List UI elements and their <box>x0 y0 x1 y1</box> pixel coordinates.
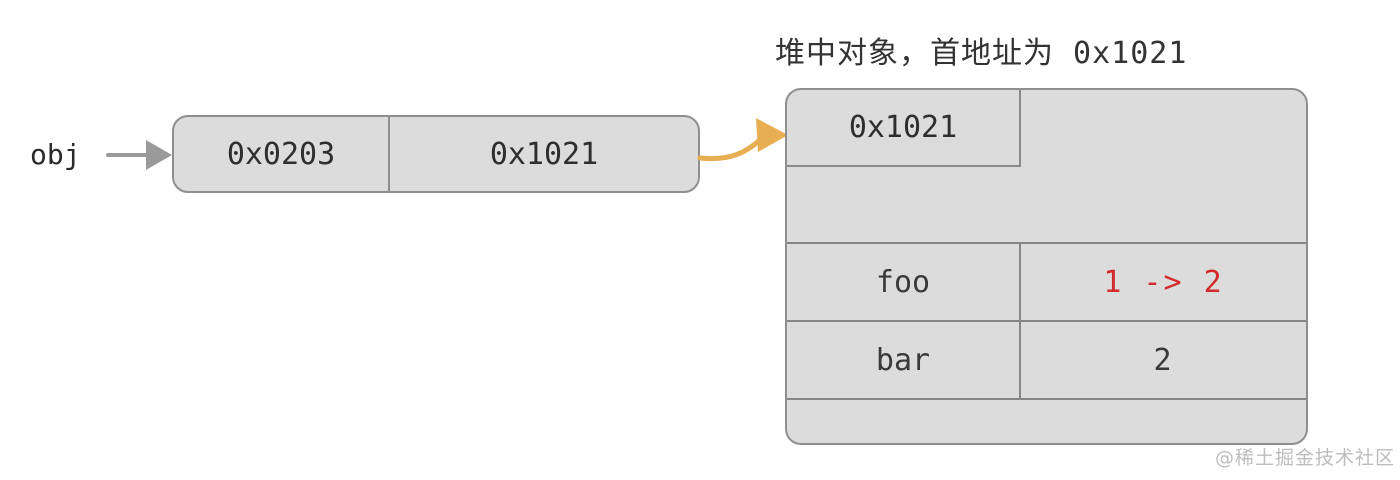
watermark: @稀土掘金技术社区 <box>1214 447 1395 469</box>
object-data-address-cell: 0x1021 <box>489 136 599 172</box>
field-value-foo: 1 -> 2 <box>1103 264 1224 300</box>
object-reference-node: 0x0203 0x1021 <box>172 115 700 193</box>
heap-address-cell: 0x1021 <box>787 90 1021 167</box>
heap-reference-arrow-icon <box>697 118 788 162</box>
pointer-arrowhead-icon <box>146 140 172 170</box>
field-value-bar: 2 <box>1153 342 1174 378</box>
heap-object-node: 0x1021 foo 1 -> 2 bar 2 <box>785 88 1308 445</box>
obj-variable-label: obj <box>30 138 81 171</box>
heap-object-title: 堆中对象，首地址为 0x1021 <box>775 36 1188 71</box>
object-header-address-cell: 0x0203 <box>174 117 390 191</box>
field-row-bar: bar 2 <box>787 322 1306 400</box>
field-name-foo: foo <box>787 244 1021 320</box>
field-name-bar: bar <box>787 322 1021 398</box>
pointer-arrow-icon <box>106 153 150 157</box>
field-row-foo: foo 1 -> 2 <box>787 242 1306 322</box>
